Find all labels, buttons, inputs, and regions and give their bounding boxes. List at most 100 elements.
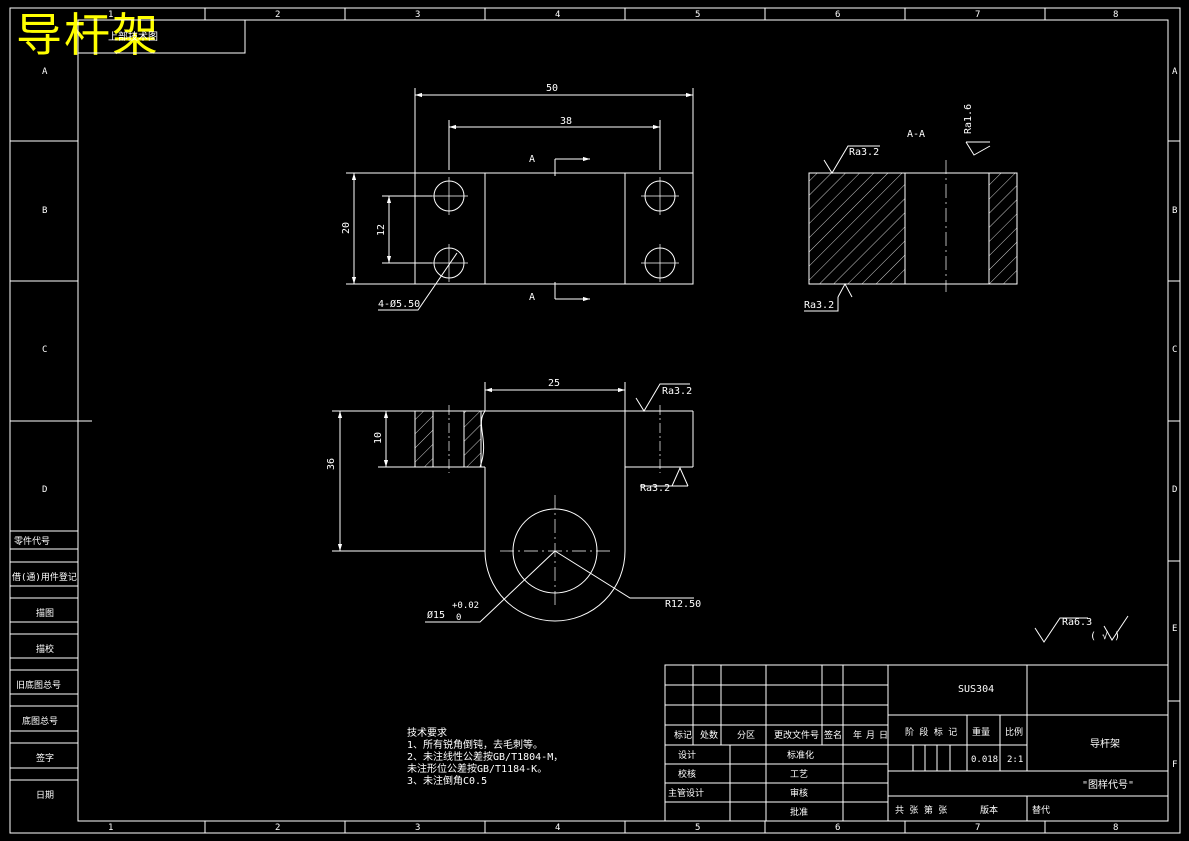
- sheets-label: 共 张 第 张: [895, 804, 947, 816]
- zone-row-label: D: [42, 485, 47, 495]
- version-label: 版本: [980, 804, 998, 816]
- top-label-box: [77, 19, 246, 54]
- zone-column-label: 4: [555, 823, 560, 833]
- zone-row-label: B: [42, 206, 47, 216]
- side-view: [332, 382, 1129, 643]
- strip-label: 日期: [36, 790, 54, 801]
- section-mark-top: A: [529, 154, 535, 165]
- radius-callout: R12.50: [665, 599, 701, 610]
- front-view: [346, 88, 694, 311]
- hdr-day: 日: [879, 730, 888, 741]
- ra-section-top-right: Ra1.6: [963, 104, 974, 134]
- strip-label: 借(通)用件登记: [12, 571, 77, 583]
- stage-label: 阶 段 标 记: [905, 726, 957, 738]
- role-process: 工艺: [790, 769, 808, 780]
- tech-requirements: 技术要求 1、所有锐角倒钝，去毛刺等。 2、未注线性公差按GB/T1804-M，…: [407, 726, 563, 787]
- zone-column-label: 7: [975, 823, 980, 833]
- zone-column-label: 2: [275, 10, 280, 20]
- zone-ticks: [10, 8, 1180, 833]
- strip-label: 签字: [36, 752, 54, 764]
- hole-callout: 4-Ø5.50: [378, 298, 420, 310]
- side-dim-width: 25: [548, 378, 560, 389]
- section-view: [804, 141, 1018, 312]
- hdr-mark: 标记: [674, 729, 692, 741]
- zone-row-label: A: [42, 67, 48, 77]
- strip-label: 旧底图总号: [16, 679, 61, 691]
- tech-line: 1、所有锐角倒钝，去毛刺等。: [407, 738, 543, 751]
- dim-overall-width: 50: [546, 83, 558, 94]
- section-mark-bottom: A: [529, 292, 535, 303]
- zone-row-label: D: [1172, 485, 1177, 495]
- scale-value: 2:1: [1007, 755, 1023, 765]
- hole-tol-upper: +0.02: [452, 601, 479, 611]
- drawing-code: "图样代号": [1082, 778, 1134, 791]
- zone-column-label: 1: [108, 823, 113, 833]
- ra-section-top-left: Ra3.2: [849, 147, 879, 158]
- outer-frame: [9, 7, 1181, 834]
- part-name: 导杆架: [1090, 738, 1120, 750]
- zone-column-label: 8: [1113, 823, 1118, 833]
- ra-section-bottom: Ra3.2: [804, 300, 834, 311]
- material: SUS304: [958, 684, 994, 695]
- general-roughness: Ra6.3: [1062, 617, 1092, 628]
- zone-row-label: F: [1172, 760, 1177, 770]
- side-dim-thickness: 10: [373, 432, 384, 444]
- role-standard: 标准化: [787, 749, 814, 761]
- zone-row-label: C: [1172, 345, 1177, 355]
- strip-label: 描校: [36, 643, 54, 655]
- strip-label: 底图总号: [22, 715, 58, 727]
- zone-column-label: 3: [415, 823, 420, 833]
- zone-column-label: 4: [555, 10, 560, 20]
- role-review: 审核: [790, 787, 808, 799]
- side-dim-height: 36: [326, 458, 337, 470]
- zone-column-label: 5: [695, 823, 700, 833]
- dim-height: 20: [341, 222, 352, 234]
- zone-column-label: 1: [108, 10, 113, 20]
- tech-title: 技术要求: [407, 726, 447, 739]
- zone-column-label: 5: [695, 10, 700, 20]
- hole-tol-lower: 0: [456, 613, 461, 623]
- scale-label: 比例: [1005, 726, 1023, 738]
- hdr-year: 年: [853, 729, 862, 741]
- hdr-count: 处数: [700, 729, 718, 741]
- ra-side-top: Ra3.2: [662, 386, 692, 397]
- hdr-zone: 分区: [737, 730, 755, 741]
- hdr-sign: 签名: [824, 729, 842, 741]
- inner-frame: [77, 19, 1169, 822]
- zone-column-label: 2: [275, 823, 280, 833]
- front-view-outline: [414, 172, 694, 285]
- weight-label: 重量: [972, 726, 990, 738]
- strip-label: 描图: [36, 607, 54, 619]
- role-approve: 批准: [790, 806, 808, 818]
- section-label: A-A: [907, 129, 925, 140]
- tech-line: 2、未注线性公差按GB/T1804-M，: [407, 750, 563, 763]
- zone-row-label: E: [1172, 624, 1177, 634]
- zone-column-label: 8: [1113, 10, 1118, 20]
- role-chief: 主管设计: [668, 787, 704, 799]
- zone-row-label: C: [42, 345, 47, 355]
- strip-label: 零件代号: [14, 535, 50, 547]
- role-design: 设计: [678, 749, 696, 761]
- zone-column-label: 6: [835, 10, 840, 20]
- replace-label: 替代: [1032, 804, 1050, 816]
- zone-column-label: 3: [415, 10, 420, 20]
- dim-hole-spacing: 12: [376, 224, 387, 236]
- zone-column-label: 7: [975, 10, 980, 20]
- zone-row-label: A: [1172, 67, 1178, 77]
- weight-value: 0.018: [971, 755, 998, 765]
- zone-row-label: B: [1172, 206, 1177, 216]
- ra-side-right: Ra3.2: [640, 483, 670, 494]
- dim-inner-width: 38: [560, 116, 572, 127]
- tech-line: 3、未注倒角C0.5: [407, 774, 487, 787]
- hdr-change-doc: 更改文件号: [774, 729, 819, 741]
- title-block: [664, 664, 1169, 822]
- top-label: 上部技术图: [108, 30, 158, 43]
- general-roughness-suffix: ( √ ): [1090, 630, 1120, 642]
- zone-column-label: 6: [835, 823, 840, 833]
- tech-line: 未注形位公差按GB/T1184-K。: [407, 762, 547, 775]
- hole-callout-side: Ø15: [427, 609, 445, 621]
- left-strip-grid: [10, 548, 78, 781]
- role-check: 校核: [678, 768, 696, 780]
- hdr-month: 月: [866, 730, 875, 741]
